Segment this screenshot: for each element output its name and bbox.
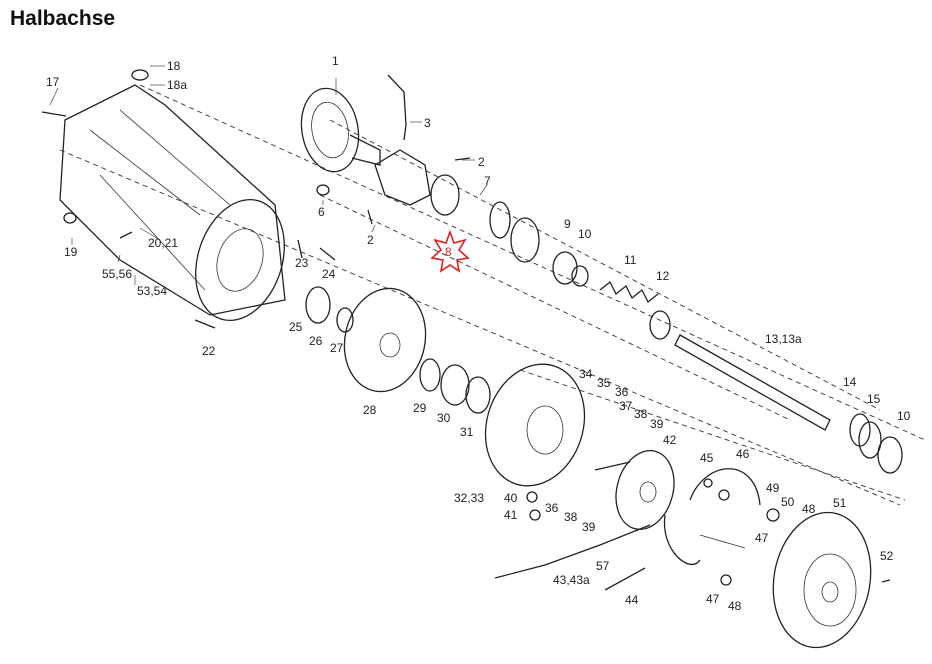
- label-32-33: 32,33: [454, 491, 484, 505]
- label-12: 12: [656, 269, 670, 283]
- label-47b: 47: [706, 592, 720, 606]
- label-51: 51: [833, 496, 847, 510]
- page-title: Halbachse: [10, 7, 116, 30]
- brake-cable: [494, 524, 651, 579]
- label-42: 42: [663, 433, 677, 447]
- label-11: 11: [624, 253, 637, 267]
- label-40: 40: [504, 491, 518, 505]
- label-49: 49: [766, 481, 780, 495]
- label-29: 29: [413, 401, 427, 415]
- brake-shoes: [663, 468, 761, 566]
- assembly-axis-lines: [59, 84, 926, 506]
- small-fasteners: [119, 157, 891, 586]
- label-47a: 47: [755, 531, 769, 545]
- label-6: 6: [318, 205, 325, 219]
- label-31: 31: [460, 425, 474, 439]
- axle-housing: [41, 69, 286, 322]
- label-43: 43,43a: [553, 573, 590, 587]
- label-36a: 36: [615, 385, 629, 399]
- label-17: 17: [46, 75, 60, 89]
- label-9: 9: [564, 217, 571, 231]
- label-52: 52: [880, 549, 894, 563]
- gear-cover: [374, 149, 460, 216]
- label-10a: 10: [578, 227, 592, 241]
- label-57: 57: [596, 559, 610, 573]
- drive-shaft: [674, 334, 903, 474]
- label-2b: 2: [367, 233, 374, 247]
- brake-drum: [772, 511, 872, 649]
- part-labels: 1 2 2 3 6 7 9 10 11 12 13,13a 14 15 10 1…: [46, 54, 911, 613]
- label-45: 45: [700, 451, 714, 465]
- label-10b: 10: [897, 409, 911, 423]
- wheel-hub: [594, 450, 675, 530]
- label-38b: 38: [564, 510, 578, 524]
- label-2a: 2: [478, 155, 485, 169]
- label-50: 50: [781, 495, 795, 509]
- label-14: 14: [843, 375, 857, 389]
- label-7: 7: [484, 174, 491, 188]
- label-15: 15: [867, 392, 881, 406]
- label-44: 44: [625, 593, 639, 607]
- label-39a: 39: [650, 417, 664, 431]
- label-18: 18: [167, 59, 181, 73]
- label-36b: 36: [545, 501, 559, 515]
- label-30: 30: [437, 411, 451, 425]
- label-55-56: 55,56: [102, 267, 132, 281]
- label-27: 27: [330, 341, 344, 355]
- label-46: 46: [736, 447, 750, 461]
- label-53-54: 53,54: [137, 284, 167, 298]
- label-20-21: 20,21: [148, 236, 178, 250]
- label-24: 24: [322, 267, 336, 281]
- label-39b: 39: [582, 520, 596, 534]
- label-1: 1: [332, 54, 339, 68]
- label-28: 28: [363, 403, 377, 417]
- label-37: 37: [619, 399, 633, 413]
- spring-44: [604, 567, 646, 591]
- leader-lines: [49, 65, 488, 285]
- label-18a: 18a: [167, 78, 187, 92]
- hub-assembly: [305, 286, 491, 414]
- flange-part: [300, 87, 381, 173]
- label-35: 35: [597, 376, 611, 390]
- label-38a: 38: [634, 407, 648, 421]
- label-3: 3: [424, 116, 431, 130]
- cable-part: [387, 74, 407, 141]
- label-8-highlight: 8: [445, 245, 452, 259]
- label-41: 41: [504, 508, 518, 522]
- label-34: 34: [579, 367, 593, 381]
- label-13: 13,13a: [765, 332, 802, 346]
- washer-part: [649, 310, 671, 340]
- label-19: 19: [64, 245, 78, 259]
- brake-backing-plate: [484, 363, 586, 487]
- label-48b: 48: [728, 599, 742, 613]
- label-23: 23: [295, 256, 309, 270]
- highlight-star-part-8: [430, 229, 470, 273]
- label-22: 22: [202, 344, 216, 358]
- label-26: 26: [309, 334, 323, 348]
- spring-part: [599, 280, 659, 304]
- bearing-sleeves: [489, 201, 589, 287]
- label-25: 25: [289, 320, 303, 334]
- label-48a: 48: [802, 502, 816, 516]
